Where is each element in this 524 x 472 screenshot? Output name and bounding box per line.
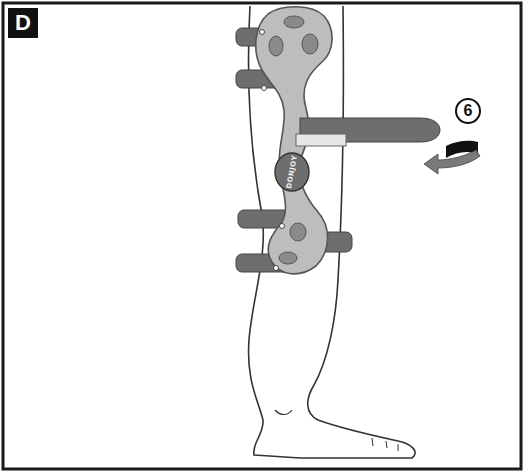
strap	[238, 210, 290, 228]
node-text: 6	[464, 102, 473, 120]
rivets	[260, 30, 285, 271]
hinge-pad	[275, 153, 309, 191]
frame-hole	[284, 16, 304, 28]
frame-hole	[279, 252, 297, 264]
frame-hole	[290, 223, 306, 241]
frame-hole	[302, 34, 318, 54]
panel-frame	[3, 3, 521, 469]
frame-hole	[269, 36, 283, 56]
callout-number: 6	[455, 98, 481, 124]
leg-outline	[249, 6, 416, 458]
ankle-mark	[275, 410, 292, 415]
panel-letter-box: D	[8, 8, 38, 38]
pull-arrow	[424, 150, 480, 174]
node-text: D	[15, 10, 31, 36]
strap-buckle	[296, 134, 346, 146]
toe-lines	[372, 438, 398, 451]
